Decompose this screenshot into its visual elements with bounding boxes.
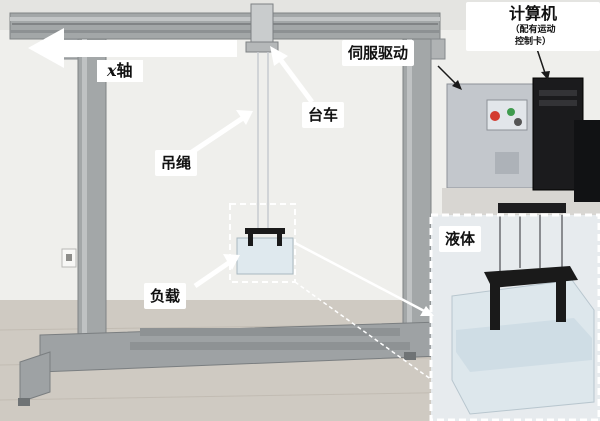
load-container [236, 237, 294, 275]
computer-label-sub-1: （配有运动 [510, 25, 556, 35]
x-axis-variable: x [107, 61, 117, 80]
keyboard [498, 203, 566, 213]
computer-label: 计算机 （配有运动 控制卡） [466, 2, 600, 51]
servo-green-button [507, 108, 515, 116]
x-axis-label: x轴 [97, 60, 143, 82]
inset-water-surface [456, 318, 592, 372]
liquid-label: 液体 [439, 226, 482, 252]
trolley-label: 台车 [302, 102, 345, 128]
servo-pointer-arrow [437, 65, 462, 90]
x-axis-text: 轴 [116, 61, 133, 80]
servo-red-button [490, 111, 500, 121]
servo-label: 伺服驱动 [342, 40, 415, 66]
top-beam-rail [10, 30, 440, 33]
trolley-pointer-arrow [270, 46, 315, 104]
inset-connector-line [294, 281, 433, 381]
monitor [574, 120, 600, 202]
load-bracket-leg [248, 232, 253, 246]
servo-vent [495, 152, 519, 174]
left-leg-highlight [82, 39, 87, 339]
load-pointer-arrow [193, 254, 240, 289]
trolley-body [250, 3, 274, 49]
inset-connector-line [294, 241, 434, 316]
computer-label-sub-2: 控制卡） [514, 37, 551, 47]
inset-bracket-leg [556, 278, 566, 322]
pc-drive-bay [539, 100, 577, 106]
inset-bracket [484, 266, 578, 288]
inset-border [429, 213, 600, 421]
load-label: 负载 [144, 283, 187, 309]
top-beam [9, 12, 441, 40]
computer-label-main: 计算机 [508, 4, 557, 23]
right-bracket [430, 38, 446, 60]
wall-socket-hole [66, 254, 72, 261]
load-bracket-leg [277, 232, 282, 246]
x-axis-arrow [28, 28, 237, 68]
right-leg-highlight [407, 39, 412, 339]
top-beam-rail [10, 17, 440, 21]
trolley-plate [245, 41, 279, 53]
inset-bracket-leg [490, 284, 500, 330]
load-bracket [245, 228, 285, 234]
base-plank [130, 342, 410, 350]
pc-drive-bay [539, 90, 577, 96]
base-foot [19, 351, 51, 403]
servo-switch [514, 118, 522, 126]
rope-pointer-arrow [190, 110, 253, 155]
rope-label: 吊绳 [155, 150, 198, 176]
foot-screw [404, 352, 416, 360]
foot-screw [18, 398, 30, 406]
base-plank [140, 328, 400, 336]
computer-pointer-arrow [535, 45, 550, 80]
